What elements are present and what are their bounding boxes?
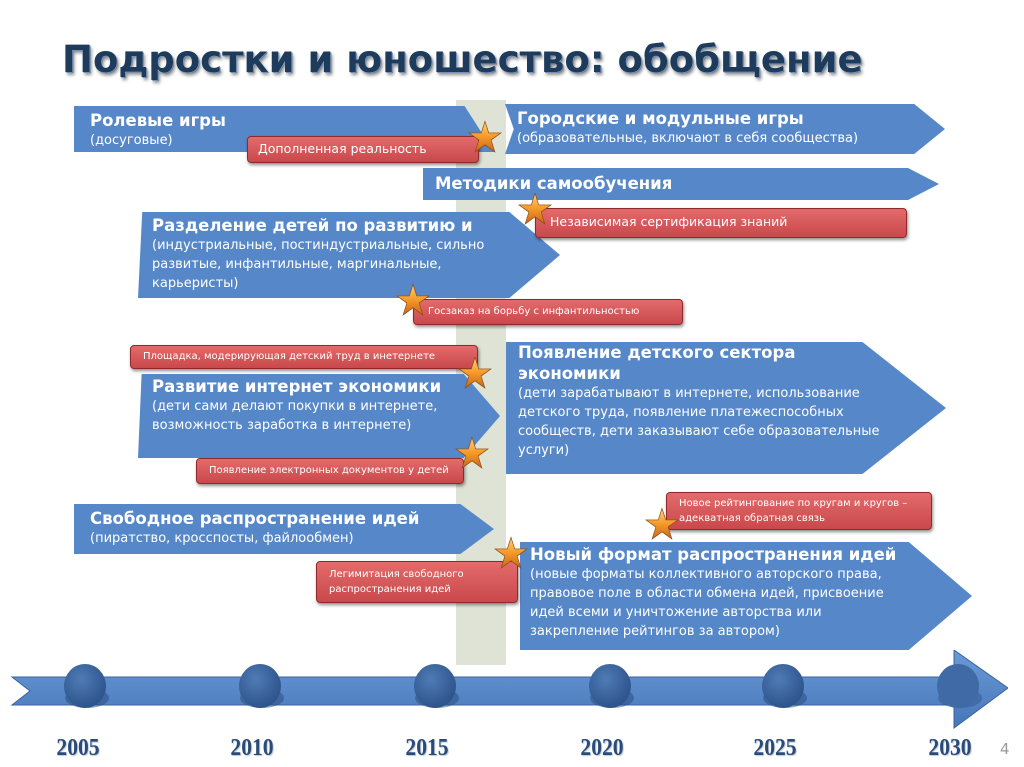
- note-electronic-documents: Появление электронных документов у детей: [196, 458, 464, 484]
- arrow-subtext: (дети зарабатывают в интернете, использо…: [518, 386, 860, 401]
- page-number: 4: [1000, 740, 1010, 758]
- star-icon: [518, 192, 552, 226]
- star-icon: [458, 356, 492, 390]
- arrow-subtext: (образовательные, включают в себя сообще…: [517, 131, 859, 146]
- arrow-subtext: сообществ, дети заказывают себе образова…: [518, 424, 880, 439]
- note-text: Новое рейтингование по кругам и кругов –: [679, 498, 908, 509]
- arrow-heading: Свободное распространение идей: [90, 509, 420, 528]
- arrow-city-games: Городские и модульные игры (образователь…: [505, 104, 945, 154]
- arrow-heading: Появление детского сектора: [518, 343, 796, 362]
- arrow-subtext: правовое поле в области обмена идей, при…: [530, 586, 884, 601]
- star-icon: [494, 536, 528, 570]
- note-new-rating: Новое рейтингование по кругам и кругов –…: [666, 492, 932, 530]
- timeline-markers: [64, 664, 982, 708]
- arrow-subtext: закрепление рейтингов за автором): [530, 624, 780, 639]
- arrow-child-division: Разделение детей по развитию и (индустри…: [138, 212, 560, 298]
- slide-title: Подростки и юношество: обобщение: [62, 38, 863, 81]
- year-label-2020: 2020: [580, 735, 624, 761]
- arrow-subtext: возможность заработка в интернете): [152, 418, 412, 433]
- note-text: Госзаказ на борьбу с инфантильностью: [428, 306, 640, 317]
- arrow-heading: Новый формат распространения идей: [530, 545, 897, 564]
- arrow-heading: Городские и модульные игры: [517, 109, 804, 128]
- star-icon: [396, 283, 430, 317]
- year-label-2030: 2030: [928, 735, 972, 761]
- arrow-subtext: развитые, инфантильные, маргинальные,: [152, 257, 442, 272]
- arrow-heading: Методики самообучения: [435, 174, 673, 193]
- timeline-arrow: [10, 650, 1008, 729]
- note-text: распространения идей: [329, 584, 451, 595]
- arrow-internet-economy: Развитие интернет экономики (дети сами д…: [138, 374, 500, 458]
- arrow-heading: экономики: [518, 364, 621, 383]
- note-state-order-infantilism: Госзаказ на борьбу с инфантильностью: [413, 299, 683, 325]
- arrow-heading: Ролевые игры: [90, 111, 226, 130]
- year-label-2025: 2025: [753, 735, 797, 761]
- arrow-subtext: идей всеми и уничтожение авторства или: [530, 605, 822, 620]
- year-label-2010: 2010: [230, 735, 274, 761]
- note-text: Независимая сертификация знаний: [550, 214, 788, 229]
- year-label-2005: 2005: [56, 735, 100, 761]
- arrow-subtext: детского труда, появление платежеспособн…: [518, 405, 844, 420]
- arrow-subtext: (индустриальные, постиндустриальные, сил…: [152, 238, 485, 253]
- note-text: Появление электронных документов у детей: [209, 465, 449, 476]
- arrow-subtext: (новые форматы коллективного авторского …: [530, 567, 882, 582]
- note-text: Легимитация свободного: [329, 569, 464, 580]
- year-label-2015: 2015: [405, 735, 449, 761]
- note-independent-certification: Независимая сертификация знаний: [535, 208, 907, 238]
- arrow-subtext: (пиратство, кросспосты, файлообмен): [90, 531, 354, 546]
- arrow-subtext: (дети сами делают покупки в интернете,: [152, 399, 438, 414]
- note-text: Дополненная реальность: [258, 141, 427, 156]
- star-icon: [645, 507, 679, 541]
- arrow-free-ideas: Свободное распространение идей (пиратств…: [74, 504, 494, 554]
- note-text: Площадка, модерирующая детский труд в ин…: [143, 351, 436, 362]
- star-icon: [455, 436, 489, 470]
- note-child-labor-platform: Площадка, модерирующая детский труд в ин…: [130, 345, 478, 369]
- arrow-heading: Разделение детей по развитию и: [152, 216, 473, 235]
- arrow-new-idea-format: Новый формат распространения идей (новые…: [520, 542, 972, 650]
- arrow-self-learning: Методики самообучения: [423, 168, 939, 200]
- note-text: адекватная обратная связь: [679, 513, 826, 524]
- arrow-subtext: услуги): [518, 443, 570, 458]
- note-legitimization-free-ideas: Легимитация свободного распространения и…: [316, 561, 518, 603]
- star-icon: [468, 120, 502, 154]
- note-augmented-reality: Дополненная реальность: [247, 136, 479, 163]
- arrow-subtext: карьеристы): [152, 276, 239, 291]
- arrow-child-economy-sector: Появление детского сектора экономики (де…: [506, 342, 946, 474]
- arrow-heading: Развитие интернет экономики: [152, 377, 442, 396]
- arrow-subtext: (досуговые): [90, 133, 173, 148]
